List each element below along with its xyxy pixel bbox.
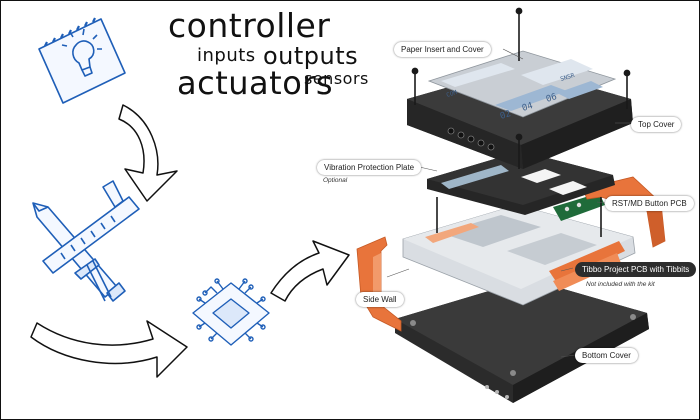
vibration-plate [427,151,615,215]
callout-project-pcb: Tibbo Project PCB with Tibbits [575,262,697,277]
curved-arrow-3 [270,240,350,302]
paper-insert [427,50,617,118]
curved-arrow-2 [30,320,188,378]
microchip-icon [192,278,270,346]
pencil-caliper-icon [32,180,140,302]
callout-rst-button: RST/MD Button PCB [605,196,694,211]
leader-lines [386,48,631,358]
screws [411,7,631,237]
lcd-segment-1: 04 [521,101,534,114]
outputs-word: outputs [263,42,359,70]
callout-vibration-plate: Vibration Protection Plate [317,160,422,175]
lcd-segment-0: 02 [499,109,512,122]
lcd-segment-3: SNSR [560,72,576,83]
side-wall-right [582,176,666,248]
inputs-word: inputs [197,45,256,66]
project-pcb-note: Not included with the kit [586,281,655,288]
sensors-word: sensors [304,69,369,88]
controller-word: controller [168,6,331,45]
callout-top-cover: Top Cover [631,117,682,132]
callout-paper-insert: Paper Insert and Cover [394,42,491,57]
lcd-segment-4: COM [446,89,459,99]
side-wall-left [356,236,402,332]
curved-arrow-1 [118,104,178,202]
vibration-plate-note: Optional [323,177,348,184]
lcd-segment-2: 06 [545,92,558,105]
callout-bottom-cover: Bottom Cover [575,348,638,363]
callout-side-wall: Side Wall [356,292,404,307]
notepad-lightbulb-icon [38,17,126,104]
actuators-word: actuators [177,64,334,102]
rst-button-pcb [553,193,605,221]
